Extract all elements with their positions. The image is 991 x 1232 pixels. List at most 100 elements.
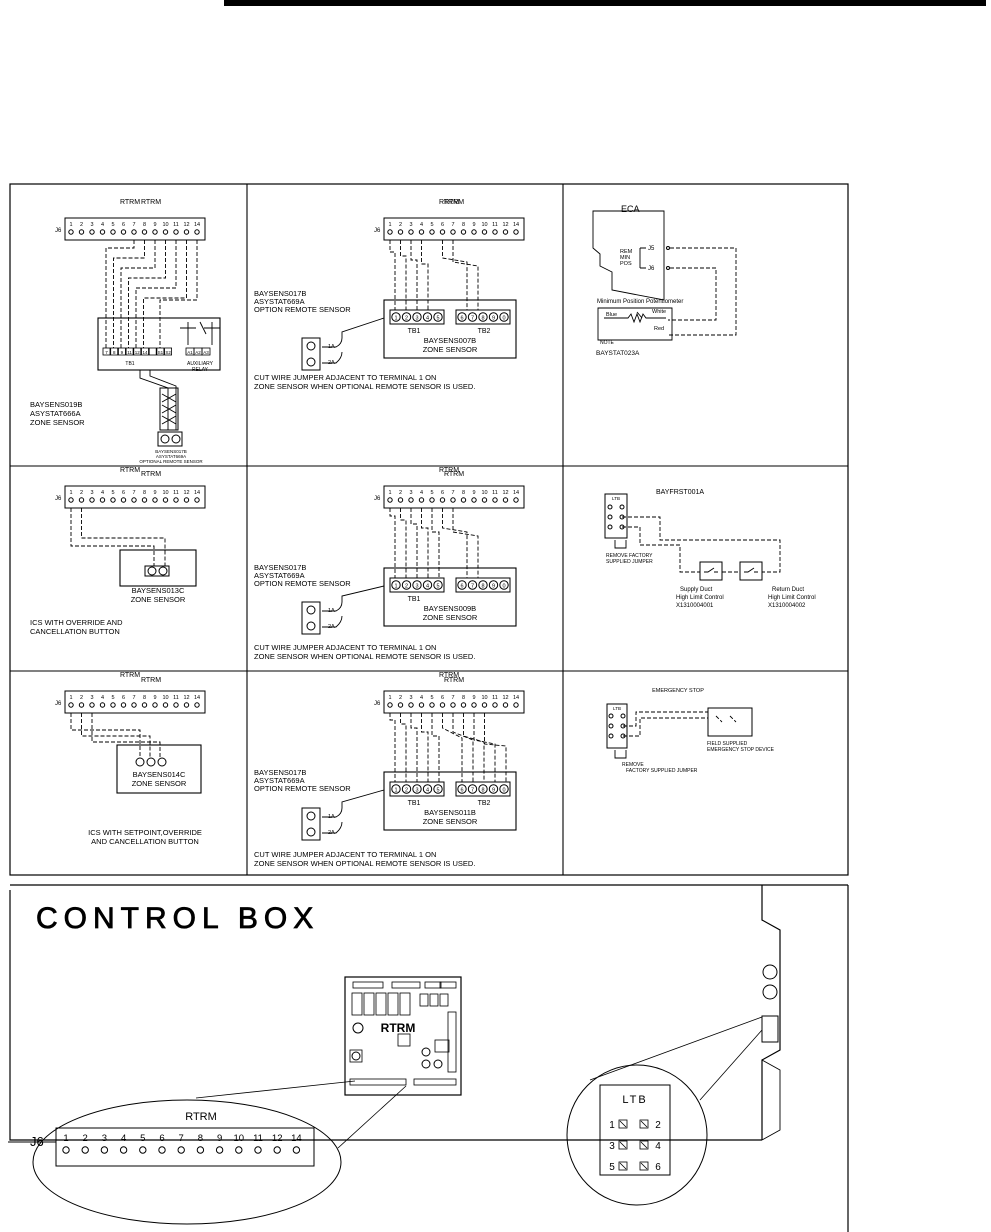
p23-ltb-pin [607,524,613,530]
p12-terminal-5 [429,229,435,235]
p32-tb1-term-5 [433,784,443,794]
p11-tb1-cell [118,347,126,356]
p11-terminal-9 [152,229,158,235]
p32-terminal-num: 1 [388,695,391,701]
p32-rtrm: RTRM [444,677,464,684]
p12-remote-wire [341,317,385,338]
j6-zoom-line [337,1085,407,1149]
p12-terminal-14 [513,229,519,235]
p21-j6-strip [64,485,206,509]
p32-tb2-num: 9 [492,787,495,793]
p21-wire [70,508,155,566]
p13-wire [668,267,717,321]
p12-tb2-term-6 [457,312,467,322]
p22-tb2-num: 7 [471,583,474,589]
p23-return-switch [744,567,758,573]
p12-tb1-term-4 [422,312,433,322]
p23-jumper [614,540,627,549]
p11-tb1-cell [133,347,142,356]
cb-knockout-2 [762,984,778,1000]
p12-tb1-term-3 [412,312,422,322]
p12-terminal-num: 2 [399,222,402,228]
p32-cut-note: ZONE SENSOR WHEN OPTIONAL REMOTE SENSOR … [254,859,475,868]
p22-sensor-type: ZONE SENSOR [423,613,478,622]
p11-relay-cell [201,347,211,356]
p22-terminal-8 [460,497,467,503]
p22-tb2-term-6 [457,580,467,590]
p32-tb2-term-8 [478,784,488,794]
p32-terminal-12 [502,702,509,708]
p32-remote-term-1 [306,811,316,821]
ltb-term-num: 2 [655,1120,661,1131]
p11-remote-line: ASYSTAT669A [156,454,186,459]
p22-terminal-num: 9 [472,490,475,496]
p11-terminal-6 [120,229,127,235]
p11-relay-label: AUXILIARY [187,361,214,367]
p32-terminal-num: 7 [451,695,454,701]
p12-cut-note: ZONE SENSOR WHEN OPTIONAL REMOTE SENSOR … [254,382,475,391]
p12-wire [400,240,407,310]
p32-tb2-block [455,781,511,797]
p33-jumper-label: FACTORY SUPPLIED JUMPER [626,768,698,774]
p11-terminal-num: 14 [194,222,200,228]
p23-supply-device [699,561,723,581]
ltb-screw [618,1161,628,1171]
p32-wire [473,713,496,782]
j6-zoom-terminal-1 [62,1146,70,1154]
p32-j6-strip [383,690,525,714]
j6-zoom-line [195,1080,356,1099]
p31-terminal-num: 9 [153,695,156,701]
p22-terminal-4 [418,497,425,503]
j6-zoom-num: 6 [159,1133,164,1144]
p22-wire [452,508,479,578]
p22-tb2-term-9 [488,580,499,590]
p12-terminal-11 [492,229,498,235]
p32-terminal-num: 2 [399,695,402,701]
p12-tb2-num: 0 [502,315,505,321]
p12-wire [389,240,396,310]
rtrm-relay [387,992,399,1016]
p22-terminal-num: 5 [430,490,433,496]
p31-terminal-9 [152,702,158,708]
p32-tb1-num: 5 [436,787,439,793]
p11-terminal-3 [89,229,95,235]
p22-terminal-num: 7 [451,490,454,496]
p32-terminal-num: 8 [462,695,465,701]
p11-tb1-cell [148,347,157,356]
p22-tb1-term-3 [412,580,422,590]
p22-wire [400,508,407,578]
rtrm-block [434,1039,450,1053]
p23-return: High Limit Control [768,595,816,601]
p22-terminal-9 [471,497,477,503]
p12-rtrm: RTRM [444,199,464,206]
p11-j6-strip [64,217,206,241]
p22-wire [410,508,418,578]
j6-zoom-terminal-14 [292,1146,301,1154]
p23-supply: X1310004001 [676,603,714,609]
j6-zoom-terminal-2 [81,1146,89,1154]
p22-tb1-term-2 [401,580,412,590]
p32-terminal-8 [460,702,467,708]
p22-terminal-num: 3 [409,490,412,496]
p21-terminal-num: 14 [194,490,200,496]
p33-wire [623,711,708,727]
p32-cut-note: CUT WIRE JUMPER ADJACENT TO TERMINAL 1 O… [254,850,436,859]
j6-zoom-num: 12 [272,1133,283,1144]
j6-zoom-num: 14 [291,1133,302,1144]
p21-wire [81,508,166,566]
p21-terminal-num: 6 [122,490,125,496]
p12-terminal-num: 14 [513,222,519,228]
p13-rem: MIN [620,255,630,261]
p22-terminal-num: 6 [441,490,444,496]
p21-terminal-num: 1 [69,490,72,496]
p12-tb2-num: 9 [492,315,495,321]
ltb-screw-slot [619,1162,627,1170]
p31-terminal-1 [68,702,74,708]
p21-sensor-name: BAYSENS013C [132,586,185,595]
p12-terminal-4 [418,229,425,235]
p31-j6-label: J6 [55,701,62,707]
p21-term-2 [158,566,168,576]
p11-shield-x [161,393,177,403]
rtrm-relay [363,992,375,1016]
p33-jumper [614,750,627,759]
